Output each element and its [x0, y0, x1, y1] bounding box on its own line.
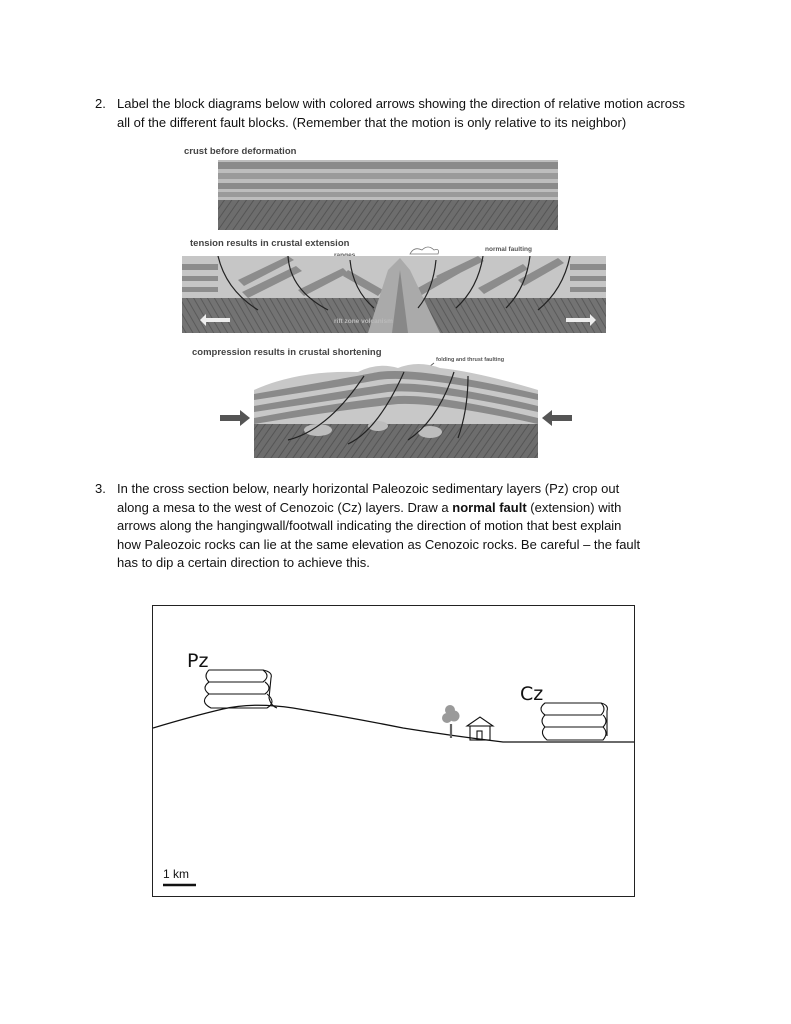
- label-folding-thrust: folding and thrust faulting: [436, 357, 504, 363]
- question-2-line-1: Label the block diagrams below with colo…: [117, 96, 685, 111]
- cz-label: Cz: [520, 683, 543, 705]
- cross-section-drawing: Pz Cz 1 km: [153, 650, 634, 887]
- question-3-number: 3.: [95, 481, 106, 496]
- panel-3-title: compression results in crustal shortenin…: [192, 347, 382, 358]
- question-2-line-2: all of the different fault blocks. (Reme…: [117, 114, 627, 130]
- fault-block-diagrams: crust before deformation tension results…: [182, 146, 606, 458]
- question-3-line-4: how Paleozoic rocks can lie at the same …: [117, 536, 641, 552]
- panel-2-title: tension results in crustal extension: [190, 238, 350, 249]
- pz-layers: [203, 669, 278, 709]
- undeformed-crust-block: [218, 160, 558, 230]
- question-2-number: 2.: [95, 96, 106, 111]
- label-normal-faulting: normal faulting: [485, 246, 532, 253]
- pz-label: Pz: [187, 650, 208, 672]
- tree-icon: [442, 705, 460, 738]
- scale-label: 1 km: [163, 867, 189, 881]
- label-ranges: ranges: [334, 252, 356, 259]
- normal-fault-emphasis: normal fault: [452, 499, 527, 515]
- question-3-text: In the cross section below, nearly horiz…: [117, 480, 640, 573]
- compression-block: [254, 364, 538, 458]
- ground-surface: [153, 704, 634, 743]
- question-2: 2. Label the block diagrams below with c…: [95, 95, 755, 135]
- cz-layers: [540, 702, 608, 741]
- question-2-text: Label the block diagrams below with colo…: [117, 95, 685, 132]
- question-3-line-1: In the cross section below, nearly horiz…: [117, 481, 620, 496]
- house-icon: [465, 716, 495, 741]
- cross-section-box[interactable]: Pz Cz 1 km: [152, 605, 635, 897]
- panel-1-title: crust before deformation: [184, 146, 297, 157]
- question-3-line-2: along a mesa to the west of Cenozoic (Cz…: [117, 499, 622, 515]
- question-3: 3. In the cross section below, nearly ho…: [95, 480, 735, 576]
- label-rift-zone: rift zone volcanism: [334, 318, 393, 325]
- question-3-line-3: arrows along the hangingwall/footwall in…: [117, 518, 622, 533]
- extension-block: rift zone volcanism: [182, 256, 606, 333]
- question-3-line-5: has to dip a certain direction to achiev…: [117, 555, 370, 570]
